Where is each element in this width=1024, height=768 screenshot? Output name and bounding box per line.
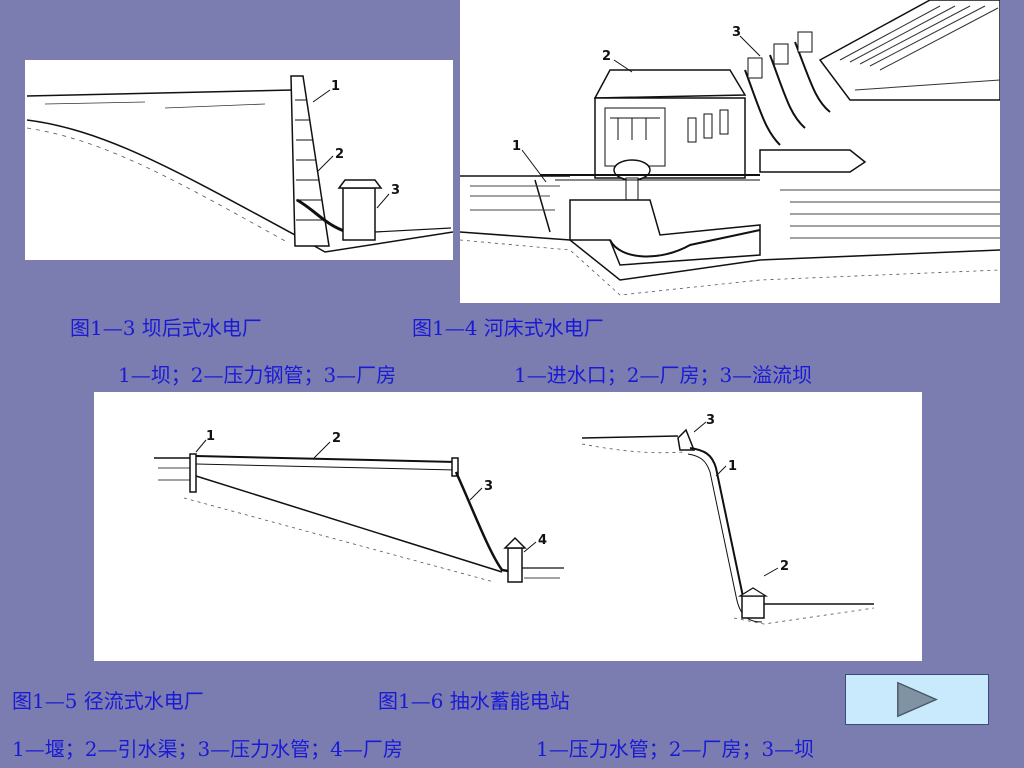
figure-1-3-caption: 图1—3 坝后式水电厂 [70, 316, 262, 340]
figure-1-6-legend: 1—压力水管；2—厂房；3—坝 [536, 737, 815, 761]
callout-2: 2 [335, 147, 344, 162]
figure-1-5-legend: 1—堰；2—引水渠；3—压力水管；4—厂房 [12, 737, 403, 761]
next-slide-button[interactable] [845, 674, 989, 725]
play-triangle-icon [897, 681, 939, 718]
callout-1: 1 [728, 459, 737, 474]
callout-1: 1 [512, 139, 521, 154]
run-of-river-and-pumped-storage-drawing: 1 2 3 4 3 1 2 [154, 413, 875, 625]
figure-1-4-image: 1 2 3 [460, 0, 1000, 303]
figure-1-3-image: 1 2 3 [25, 60, 453, 260]
callout-2: 2 [332, 431, 341, 446]
callout-3: 3 [484, 479, 493, 494]
figure-1-6-caption: 图1—6 抽水蓄能电站 [378, 689, 570, 713]
figure-1-4-legend: 1—进水口；2—厂房；3—溢流坝 [514, 363, 813, 387]
river-bed-station-drawing: 1 2 3 [460, 0, 1000, 296]
callout-2: 2 [780, 559, 789, 574]
callout-3: 3 [391, 183, 400, 198]
callout-1: 1 [331, 79, 340, 94]
dam-toe-station-drawing: 1 2 3 [26, 75, 453, 253]
callout-1: 1 [206, 429, 215, 444]
figure-1-4-caption: 图1—4 河床式水电厂 [412, 316, 604, 340]
figure-1-3-legend: 1—坝；2—压力钢管；3—厂房 [118, 363, 397, 387]
figure-1-5-1-6-image: 1 2 3 4 3 1 2 [94, 392, 922, 661]
callout-3: 3 [732, 25, 741, 40]
callout-2: 2 [602, 49, 611, 64]
callout-4: 4 [538, 533, 547, 548]
figure-1-5-caption: 图1—5 径流式水电厂 [12, 689, 204, 713]
callout-3: 3 [706, 413, 715, 428]
